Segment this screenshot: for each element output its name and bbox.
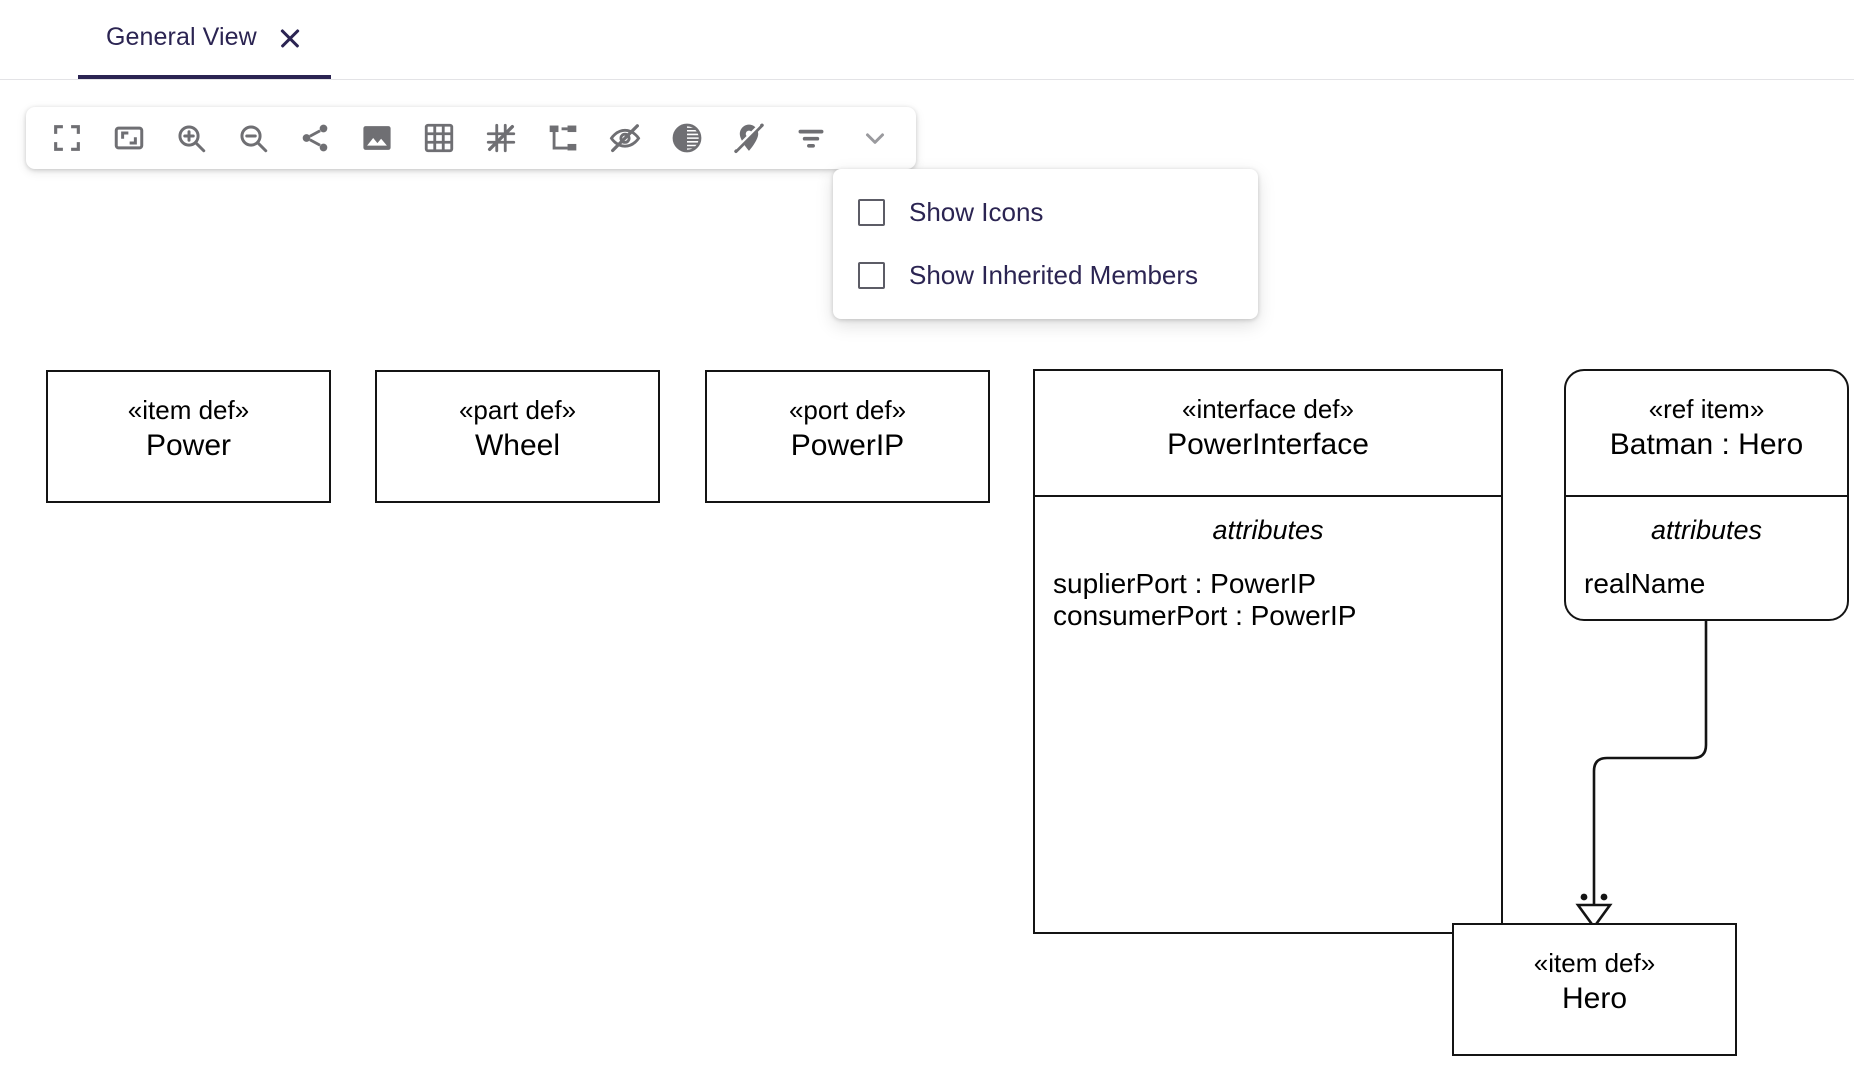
fit-to-window-icon[interactable] — [98, 107, 160, 169]
export-image-icon[interactable] — [346, 107, 408, 169]
zoom-out-icon[interactable] — [222, 107, 284, 169]
node-powerip[interactable]: «port def» PowerIP — [705, 370, 990, 503]
node-stereotype: «item def» — [127, 395, 250, 425]
edge-dot-right — [1600, 893, 1608, 901]
node-name: PowerInterface — [1167, 428, 1369, 462]
node-header: «ref item» Batman : Hero — [1566, 371, 1847, 473]
toolbar-options-menu: Show Icons Show Inherited Members — [833, 169, 1258, 319]
contrast-icon[interactable] — [656, 107, 718, 169]
grid-icon[interactable] — [408, 107, 470, 169]
node-name: PowerIP — [790, 429, 905, 463]
filter-icon[interactable] — [780, 107, 842, 169]
checkbox-show-inherited-members[interactable] — [858, 262, 885, 289]
checkbox-show-icons[interactable] — [858, 199, 885, 226]
tab-general-view[interactable]: General View — [78, 0, 331, 79]
attribute-entry: realName — [1584, 568, 1706, 600]
node-header: «item def» Power — [48, 372, 329, 474]
diagram-toolbar — [26, 107, 916, 169]
node-divider — [1566, 494, 1847, 498]
node-hero[interactable]: «item def» Hero — [1452, 923, 1737, 1056]
edge-batman-to-hero[interactable] — [0, 170, 1854, 1078]
node-power[interactable]: «item def» Power — [46, 370, 331, 503]
hierarchy-layout-icon[interactable] — [532, 107, 594, 169]
tab-label: General View — [106, 23, 257, 51]
node-stereotype: «interface def» — [1181, 394, 1354, 424]
node-name: Hero — [1561, 982, 1628, 1016]
node-stereotype: «item def» — [1533, 948, 1656, 978]
tab-bar: General View — [0, 0, 1854, 80]
attribute-entry: suplierPort : PowerIP — [1053, 568, 1316, 600]
node-header: «interface def» PowerInterface — [1035, 371, 1501, 473]
compartment-title: attributes — [1650, 515, 1763, 546]
node-batman[interactable]: «ref item» Batman : Hero attributes real… — [1564, 369, 1849, 621]
node-name: Batman : Hero — [1609, 428, 1804, 462]
hide-edges-icon[interactable] — [470, 107, 532, 169]
share-icon[interactable] — [284, 107, 346, 169]
menu-item-label: Show Icons — [909, 197, 1044, 227]
diagram-canvas[interactable]: «item def» Power «part def» Wheel «port … — [0, 170, 1854, 1078]
close-icon[interactable] — [277, 25, 303, 51]
fit-to-screen-icon[interactable] — [36, 107, 98, 169]
node-stereotype: «port def» — [788, 395, 907, 425]
node-header: «part def» Wheel — [377, 372, 658, 474]
node-compartment-attributes: attributes realName — [1566, 497, 1847, 599]
node-name: Power — [145, 429, 232, 463]
compartment-title: attributes — [1212, 515, 1324, 546]
node-wheel[interactable]: «part def» Wheel — [375, 370, 660, 503]
node-stereotype: «ref item» — [1648, 394, 1765, 424]
node-compartment-attributes: attributes suplierPort : PowerIP consume… — [1035, 497, 1501, 631]
node-stereotype: «part def» — [458, 395, 577, 425]
node-divider — [1035, 494, 1501, 498]
edge-dot-left — [1580, 893, 1588, 901]
zoom-in-icon[interactable] — [160, 107, 222, 169]
chevron-down-icon[interactable] — [844, 107, 906, 169]
arrowhead-hollow-triangle — [1575, 903, 1613, 930]
menu-item-show-inherited-members[interactable]: Show Inherited Members — [833, 244, 1258, 307]
hide-eye-icon[interactable] — [594, 107, 656, 169]
menu-item-show-icons[interactable]: Show Icons — [833, 181, 1258, 244]
node-header: «item def» Hero — [1454, 925, 1735, 1027]
hide-location-icon[interactable] — [718, 107, 780, 169]
node-name: Wheel — [474, 429, 561, 463]
attribute-entry: consumerPort : PowerIP — [1053, 599, 1357, 631]
menu-item-label: Show Inherited Members — [909, 260, 1199, 290]
node-powerinterface[interactable]: «interface def» PowerInterface attribute… — [1033, 369, 1503, 934]
node-header: «port def» PowerIP — [707, 372, 988, 474]
